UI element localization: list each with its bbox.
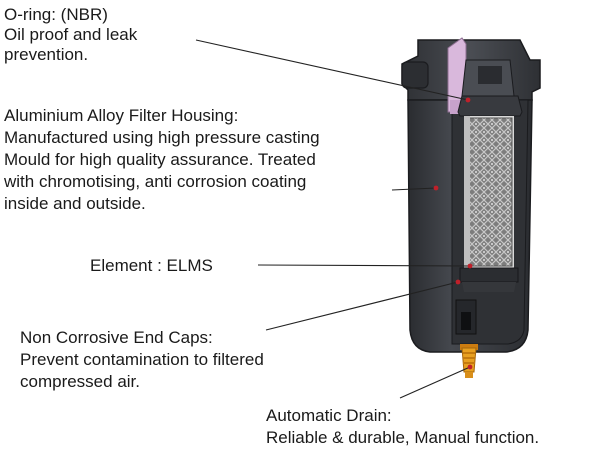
drain-desc-1: Reliable & durable, Manual function. xyxy=(266,428,540,447)
leader-oring xyxy=(195,39,469,101)
oring-desc-2: prevention. xyxy=(4,45,89,64)
leader-lines xyxy=(195,39,471,399)
callout-housing: Aluminium Alloy Filter Housing: Manufact… xyxy=(4,105,320,215)
housing-desc-1: Manufactured using high pressure casting xyxy=(4,128,320,147)
marker-drain xyxy=(467,364,473,370)
drain-title: Automatic Drain: xyxy=(266,406,392,425)
marker-oring xyxy=(465,97,471,103)
oring-title: O-ring: (NBR) xyxy=(4,5,108,24)
leader-endcaps xyxy=(265,281,459,331)
callout-endcaps: Non Corrosive End Caps: Prevent contamin… xyxy=(20,327,264,393)
bottom-end-cap xyxy=(459,267,519,292)
marker-dots xyxy=(433,97,473,370)
callout-oring: O-ring: (NBR) Oil proof and leak prevent… xyxy=(4,5,137,65)
leader-drain xyxy=(399,366,471,399)
callout-drain: Automatic Drain: Reliable & durable, Man… xyxy=(266,405,539,449)
housing-desc-4: inside and outside. xyxy=(4,194,146,213)
drain-assembly xyxy=(455,299,478,378)
marker-endcaps xyxy=(455,279,461,285)
endcaps-desc-1: Prevent contamination to filtered xyxy=(20,350,264,369)
housing-desc-3: with chromotising, anti corrosion coatin… xyxy=(4,172,307,191)
filter-element xyxy=(464,116,514,268)
oring-desc-1: Oil proof and leak xyxy=(4,25,138,44)
marker-element xyxy=(467,263,473,269)
housing-desc-2: Mould for high quality assurance. Treate… xyxy=(4,150,316,169)
callout-element: Element : ELMS xyxy=(90,256,213,276)
leader-element xyxy=(257,264,471,267)
element-title: Element : ELMS xyxy=(90,256,213,275)
housing-title: Aluminium Alloy Filter Housing: xyxy=(4,106,239,125)
marker-housing xyxy=(433,185,439,191)
endcaps-title: Non Corrosive End Caps: xyxy=(20,328,213,347)
top-end-cap xyxy=(457,59,523,117)
leader-housing xyxy=(391,187,437,191)
endcaps-desc-2: compressed air. xyxy=(20,372,140,391)
oring-section xyxy=(447,37,467,114)
